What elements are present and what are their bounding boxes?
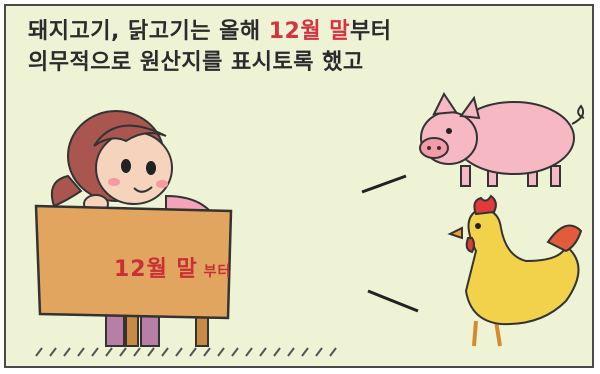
sign-label-end: 말	[176, 257, 198, 282]
caption-highlight-month: 12월	[268, 19, 322, 44]
caption-line-1: 돼지고기, 닭고기는 올해 12월 말부터	[28, 16, 392, 47]
caption-highlight-end: 말	[329, 19, 351, 44]
caption-text: 돼지고기, 닭고기는 올해	[28, 19, 269, 44]
caption-line-2: 의무적으로 원산지를 표시토록 했고	[28, 50, 364, 75]
chicken-illustration	[447, 194, 583, 347]
signboard	[34, 204, 233, 347]
sign-label: 12월 말 부터	[114, 251, 231, 283]
comic-panel: 돼지고기, 닭고기는 올해 12월 말부터 의무적으로 원산지를 표시토록 했고	[4, 4, 594, 368]
sign-label-from: 부터	[197, 264, 232, 280]
illustration	[34, 92, 585, 357]
pig-illustration	[419, 92, 585, 187]
sign-label-month: 12월	[114, 257, 177, 282]
connector-line-chicken	[367, 289, 419, 313]
ground-hatching	[35, 347, 337, 357]
connector-line-pig	[361, 174, 407, 194]
caption-text-suffix: 부터	[350, 19, 392, 44]
caption: 돼지고기, 닭고기는 올해 12월 말부터 의무적으로 원산지를 표시토록 했고	[28, 16, 392, 78]
